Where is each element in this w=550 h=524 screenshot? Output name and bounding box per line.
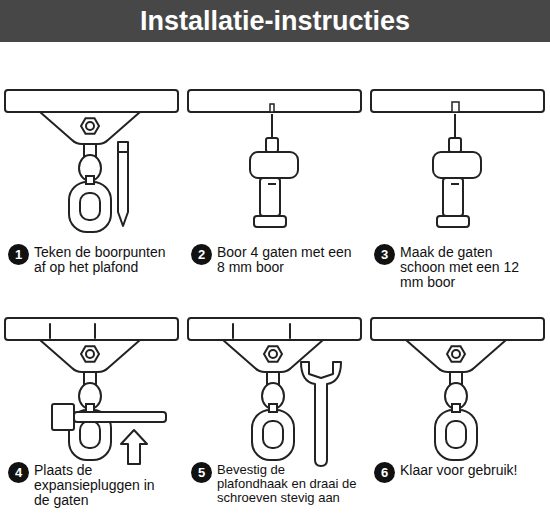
step-instruction: Maak de gaten schoon met een 12 mm boor [400, 245, 540, 290]
step-number: 4 [15, 466, 22, 479]
step-number: 1 [15, 248, 22, 261]
step-instruction: Klaar voor gebruik! [400, 463, 540, 478]
step-number-circle: 6 [374, 462, 395, 483]
step-number: 6 [381, 466, 388, 479]
page-title: Installatie-instructies [0, 0, 550, 42]
step-number: 2 [198, 248, 205, 261]
step-instruction: Teken de boorpunten af op het plafond [34, 245, 174, 275]
step-instruction: Boor 4 gaten met een 8 mm boor [217, 245, 357, 275]
step-number-circle: 2 [191, 244, 212, 265]
step-number-circle: 1 [8, 244, 29, 265]
step-number-circle: 3 [374, 244, 395, 265]
step-number-circle: 4 [8, 462, 29, 483]
step-number: 5 [198, 466, 205, 479]
step-number-circle: 5 [191, 462, 212, 483]
step-instruction: Bevestig de plafondhaak en draai de schr… [217, 463, 357, 505]
step-instruction: Plaats de expansiepluggen in de gaten [34, 463, 174, 508]
step-number: 3 [381, 248, 388, 261]
